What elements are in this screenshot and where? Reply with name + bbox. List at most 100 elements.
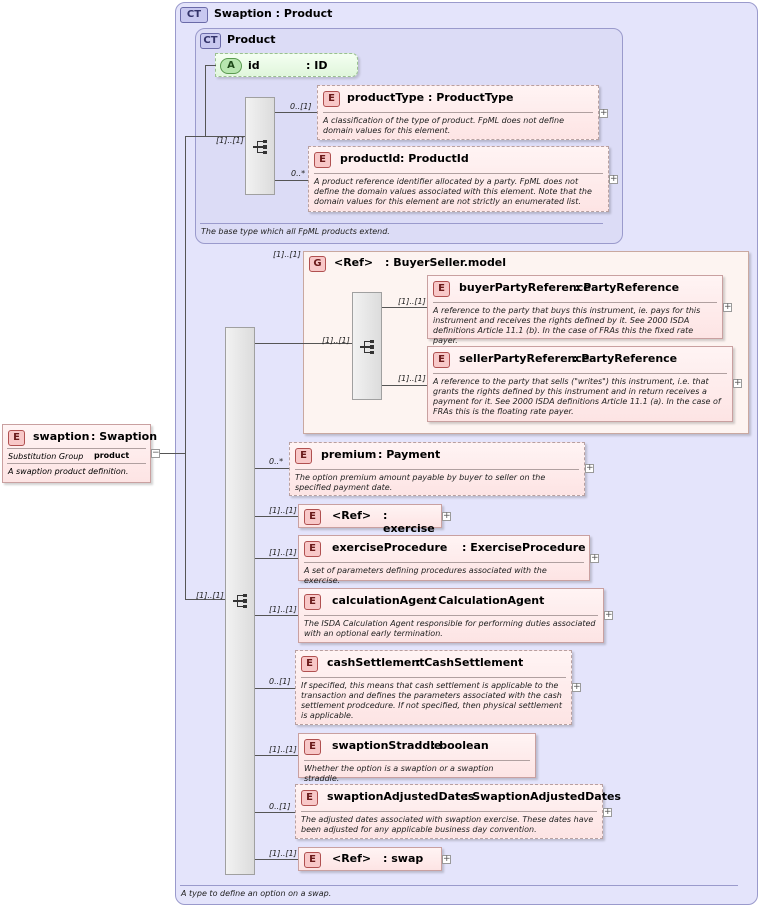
- connector: [152, 453, 185, 454]
- cardinality-label: 0..*: [291, 169, 306, 178]
- product-sequence[interactable]: [245, 97, 275, 195]
- buyer-seller-sequence[interactable]: [352, 292, 382, 400]
- element-swaption[interactable]: E swaption : Swaption Substitution Group…: [2, 424, 157, 483]
- element-badge: E: [304, 739, 321, 755]
- product-type-documentation: The base type which all FpML products ex…: [201, 227, 390, 236]
- element-cashSettlement[interactable]: E cashSettlement : CashSettlement If spe…: [295, 650, 572, 725]
- connector: [185, 599, 225, 600]
- element-separator: [304, 760, 530, 761]
- element-name: swaption: [33, 430, 90, 443]
- complex-type-badge: CT: [180, 7, 208, 23]
- cardinality-label: [1]..[1]: [269, 849, 297, 858]
- expand-icon[interactable]: +: [572, 682, 581, 692]
- element-documentation: A set of parameters defining procedures …: [304, 566, 547, 585]
- substitution-group-value: product: [94, 451, 130, 460]
- element-type: : CalculationAgent: [430, 594, 545, 607]
- element-documentation: A reference to the party that buys this …: [433, 306, 701, 345]
- expand-icon[interactable]: +: [609, 174, 618, 184]
- element-separator: [304, 562, 584, 563]
- element-badge: E: [304, 541, 321, 557]
- element-badge: E: [301, 656, 318, 672]
- element-calculationAgent[interactable]: E calculationAgent : CalculationAgent Th…: [298, 588, 604, 643]
- cardinality-label: 0..*: [269, 457, 284, 466]
- swaption-type-doc-separator: [180, 885, 738, 886]
- element-badge: E: [301, 790, 318, 806]
- element-badge: E: [323, 91, 340, 107]
- expand-icon[interactable]: +: [599, 108, 608, 118]
- connector: [303, 343, 352, 344]
- element-type: : Payment: [378, 448, 441, 461]
- collapse-icon[interactable]: −: [151, 448, 160, 458]
- element-name: : exercise: [383, 509, 435, 535]
- expand-icon[interactable]: +: [604, 610, 613, 620]
- attribute-type: : ID: [306, 59, 328, 72]
- product-type-title: Product: [227, 33, 276, 46]
- element-type: : PartyReference: [573, 352, 678, 365]
- element-type: : CashSettlement: [416, 656, 524, 669]
- element-name: swaptionAdjustedDates: [327, 790, 475, 803]
- element-type: : ProductType: [428, 91, 514, 104]
- element-productId[interactable]: E productId : ProductId A product refere…: [308, 146, 609, 212]
- element-badge: E: [314, 152, 331, 168]
- product-type-doc-separator: [200, 223, 603, 224]
- element-separator: [7, 463, 146, 464]
- element-separator: [301, 677, 566, 678]
- substitution-group-label: Substitution Group: [8, 452, 84, 461]
- element-documentation: Whether the option is a swaption or a sw…: [304, 764, 494, 783]
- element-exercise-ref[interactable]: E <Ref> : exercise: [298, 504, 442, 535]
- element-separator: [304, 615, 598, 616]
- connector: [205, 65, 206, 136]
- connector: [255, 812, 295, 813]
- connector: [255, 343, 303, 344]
- cardinality-label: [1]..[1]: [322, 336, 350, 345]
- element-documentation: The ISDA Calculation Agent responsible f…: [304, 619, 596, 638]
- element-name: cashSettlement: [327, 656, 425, 669]
- cardinality-label: [1]..[1]: [398, 297, 426, 306]
- element-ref: <Ref>: [332, 852, 372, 865]
- expand-icon[interactable]: +: [590, 553, 599, 563]
- element-separator: [295, 469, 579, 470]
- expand-icon[interactable]: +: [603, 807, 612, 817]
- expand-icon[interactable]: +: [723, 302, 732, 312]
- element-ref: <Ref>: [332, 509, 372, 522]
- expand-icon[interactable]: +: [733, 378, 742, 388]
- id-attribute[interactable]: A id : ID: [215, 53, 358, 77]
- group-badge: G: [309, 256, 326, 272]
- element-productType[interactable]: E productType : ProductType A classifica…: [317, 85, 599, 140]
- element-name: productId: [340, 152, 401, 165]
- element-type: : PartyReference: [575, 281, 680, 294]
- element-badge: E: [304, 509, 321, 525]
- element-swaptionAdjustedDates[interactable]: E swaptionAdjustedDates : SwaptionAdjust…: [295, 784, 621, 839]
- element-name: calculationAgent: [332, 594, 437, 607]
- connector: [255, 558, 298, 559]
- expand-icon[interactable]: +: [442, 511, 451, 521]
- element-buyerPartyReference[interactable]: E buyerPartyReference : PartyReference A…: [427, 275, 723, 345]
- connector: [185, 136, 186, 600]
- connector: [275, 112, 318, 113]
- element-badge: E: [304, 594, 321, 610]
- element-sellerPartyReference[interactable]: E sellerPartyReference : PartyReference …: [427, 346, 733, 422]
- group-ref: <Ref>: [334, 256, 374, 269]
- cardinality-label: [1]..[1]: [398, 374, 426, 383]
- element-name: premium: [321, 448, 377, 461]
- element-badge: E: [304, 852, 321, 868]
- element-documentation: A product reference identifier allocated…: [314, 177, 592, 206]
- element-documentation: If specified, this means that cash settl…: [301, 681, 562, 720]
- element-premium[interactable]: E premium : Payment The option premium a…: [289, 442, 585, 496]
- expand-icon[interactable]: +: [585, 463, 594, 473]
- element-badge: E: [8, 430, 25, 446]
- element-exerciseProcedure[interactable]: E exerciseProcedure : ExerciseProcedure …: [298, 535, 590, 585]
- cardinality-label: 0..[1]: [269, 802, 291, 811]
- element-separator: [433, 302, 717, 303]
- group-name: : BuyerSeller.model: [385, 256, 507, 269]
- connector: [255, 755, 298, 756]
- element-documentation: The option premium amount payable by buy…: [295, 473, 546, 492]
- element-documentation: A classification of the type of product.…: [323, 116, 565, 135]
- swaption-type-title: Swaption : Product: [214, 7, 333, 20]
- element-swap-ref[interactable]: E <Ref> : swap: [298, 847, 442, 871]
- element-type: : SwaptionAdjustedDates: [464, 790, 621, 803]
- main-sequence[interactable]: [225, 327, 255, 875]
- expand-icon[interactable]: +: [442, 854, 451, 864]
- element-swaptionStraddle[interactable]: E swaptionStraddle : boolean Whether the…: [298, 733, 536, 783]
- cardinality-label: [1]..[1]: [269, 605, 297, 614]
